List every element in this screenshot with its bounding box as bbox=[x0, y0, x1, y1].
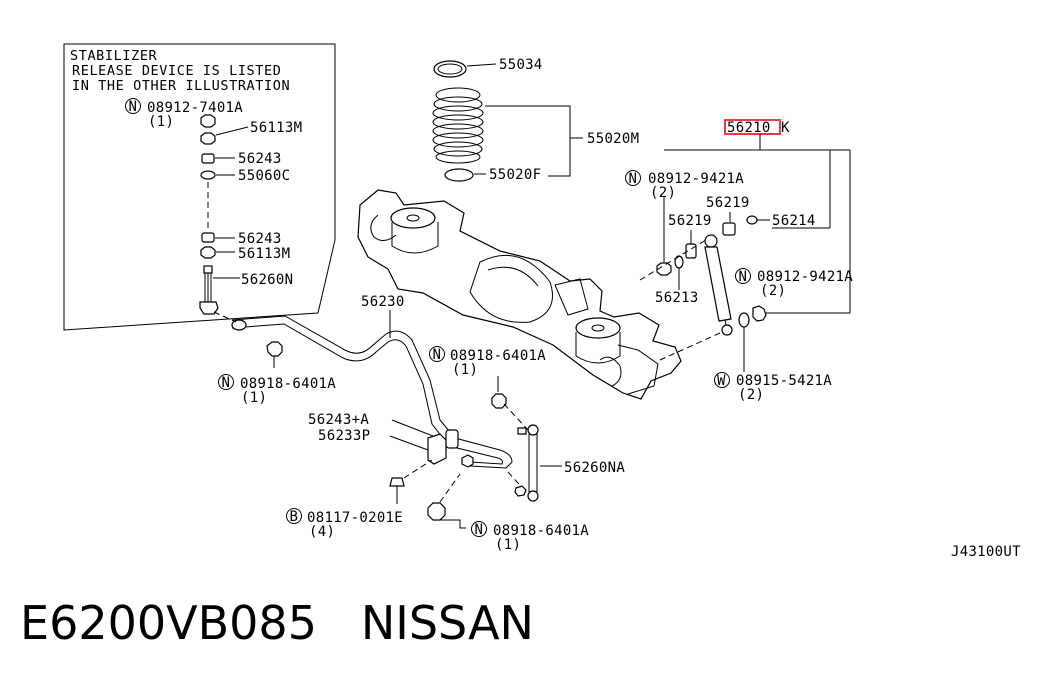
shock-08912-9421A-label: 08912-9421A bbox=[648, 171, 744, 187]
shock-qty-washer: (2) bbox=[738, 387, 764, 403]
footer-caption: E6200VB085 NISSAN bbox=[20, 596, 534, 650]
inset-56113M-label: 56113M bbox=[250, 120, 302, 136]
stabilizer-bar-assembly: 56230 N 08918-6401A (1) N 08918-6401A (1… bbox=[213, 294, 625, 553]
spring-55020F-label: 55020F bbox=[489, 167, 541, 183]
coil-spring-assembly: 55034 55020M 55020F bbox=[432, 57, 639, 183]
svg-text:N: N bbox=[475, 522, 484, 538]
shock-absorber-assembly: 56210 K N 08912-9421A (2) 56219 56219 56… bbox=[625, 119, 853, 403]
bushing-icon bbox=[445, 429, 459, 449]
shock-56213-label: 56213 bbox=[655, 290, 699, 306]
bar-end-icon bbox=[231, 319, 247, 331]
inset-56260N-label: 56260N bbox=[241, 272, 293, 288]
nut-icon bbox=[491, 393, 507, 409]
inset-56243-label-b: 56243 bbox=[238, 231, 282, 247]
bolt-icon bbox=[389, 477, 405, 487]
bar-qty-bottom: (1) bbox=[495, 537, 521, 553]
nut-symbol-icon bbox=[125, 98, 141, 114]
svg-text:N: N bbox=[129, 99, 138, 115]
inset-frame bbox=[63, 43, 336, 331]
note-line-2: RELEASE DEVICE IS LISTED bbox=[72, 63, 281, 79]
nut-icon bbox=[752, 305, 767, 322]
footer-brand: NISSAN bbox=[360, 596, 534, 650]
shock-56214-label: 56214 bbox=[772, 213, 816, 229]
shock-qty-top: (2) bbox=[650, 185, 676, 201]
bar-08918-6401A-bottom-label: 08918-6401A bbox=[493, 523, 589, 539]
svg-text:N: N bbox=[739, 269, 748, 285]
svg-text:N: N bbox=[222, 375, 231, 391]
inset-55060C-label: 55060C bbox=[238, 168, 290, 184]
spring-55034-label: 55034 bbox=[499, 57, 543, 73]
nut-icon bbox=[461, 454, 474, 468]
bar-56260NA-label: 56260NA bbox=[564, 460, 625, 476]
shock-08912-9421A-right-label: 08912-9421A bbox=[757, 269, 853, 285]
shock-absorber-icon bbox=[704, 234, 733, 336]
bracket-icon bbox=[427, 433, 447, 465]
bushing-icon bbox=[201, 153, 215, 164]
washer-icon bbox=[738, 312, 750, 328]
shock-08915-5421A-label: 08915-5421A bbox=[736, 373, 832, 389]
svg-text:N: N bbox=[629, 171, 638, 187]
bar-08918-6401A-mid-label: 08918-6401A bbox=[450, 348, 546, 364]
inset-08912-7401A-label: 08912-7401A bbox=[147, 100, 243, 116]
bolt-symbol-icon bbox=[286, 508, 302, 524]
inset-link-assembly: N 08912-7401A (1) 56113M 56243 55060C 56… bbox=[125, 98, 302, 315]
coil-spring-icon bbox=[432, 87, 484, 164]
shock-qty-right: (2) bbox=[760, 283, 786, 299]
footer-part-number: E6200VB085 bbox=[20, 596, 317, 650]
bar-56233P-label: 56233P bbox=[318, 428, 370, 444]
nut-icon bbox=[200, 132, 216, 145]
svg-text:B: B bbox=[290, 509, 299, 525]
nut-icon bbox=[266, 341, 283, 357]
inset-56113M-label-b: 56113M bbox=[238, 246, 290, 262]
stabilizer-bar-icon bbox=[231, 315, 513, 469]
washer-symbol-icon bbox=[714, 372, 730, 388]
nut-symbol-icon bbox=[471, 521, 487, 537]
nut-icon bbox=[427, 502, 446, 521]
bar-08117-0201E-label: 08117-0201E bbox=[307, 510, 403, 526]
svg-text:W: W bbox=[717, 373, 726, 389]
washer-icon bbox=[746, 215, 758, 225]
svg-text:N: N bbox=[433, 347, 442, 363]
bar-08918-6401A-left-label: 08918-6401A bbox=[240, 376, 336, 392]
shock-56219-label-b: 56219 bbox=[706, 195, 750, 211]
shock-56219-label-a: 56219 bbox=[668, 213, 712, 229]
bushing-icon bbox=[201, 232, 215, 243]
inset-qty: (1) bbox=[148, 114, 174, 130]
nut-icon bbox=[200, 114, 216, 128]
bar-56230-label: 56230 bbox=[361, 294, 405, 310]
connecting-link-icon bbox=[517, 424, 539, 502]
nut-symbol-icon bbox=[735, 268, 751, 284]
bar-qty-left: (1) bbox=[241, 390, 267, 406]
highlight-box bbox=[724, 119, 781, 135]
nut-symbol-icon bbox=[625, 170, 641, 186]
spring-55020M-label: 55020M bbox=[587, 131, 639, 147]
bar-qty-mid: (1) bbox=[452, 362, 478, 378]
bushing-icon bbox=[722, 222, 736, 236]
nut-symbol-icon bbox=[429, 346, 445, 362]
nut-icon bbox=[656, 262, 672, 276]
inset-56243-label: 56243 bbox=[238, 151, 282, 167]
link-ball-joint-icon bbox=[199, 301, 219, 315]
shock-suffix-label: K bbox=[781, 120, 790, 136]
rear-axle-housing-icon bbox=[357, 189, 682, 400]
diagram-code: J43100UT bbox=[951, 544, 1021, 560]
note-line-1: STABILIZER bbox=[70, 48, 158, 64]
shock-56210-label: 56210 bbox=[727, 120, 771, 136]
bar-qty-4: (4) bbox=[309, 524, 335, 540]
bar-56243A-label: 56243+A bbox=[308, 412, 369, 428]
note-line-3: IN THE OTHER ILLUSTRATION bbox=[72, 78, 290, 94]
nut-icon bbox=[200, 246, 216, 259]
nut-symbol-icon bbox=[218, 374, 234, 390]
washer-icon bbox=[200, 170, 216, 180]
